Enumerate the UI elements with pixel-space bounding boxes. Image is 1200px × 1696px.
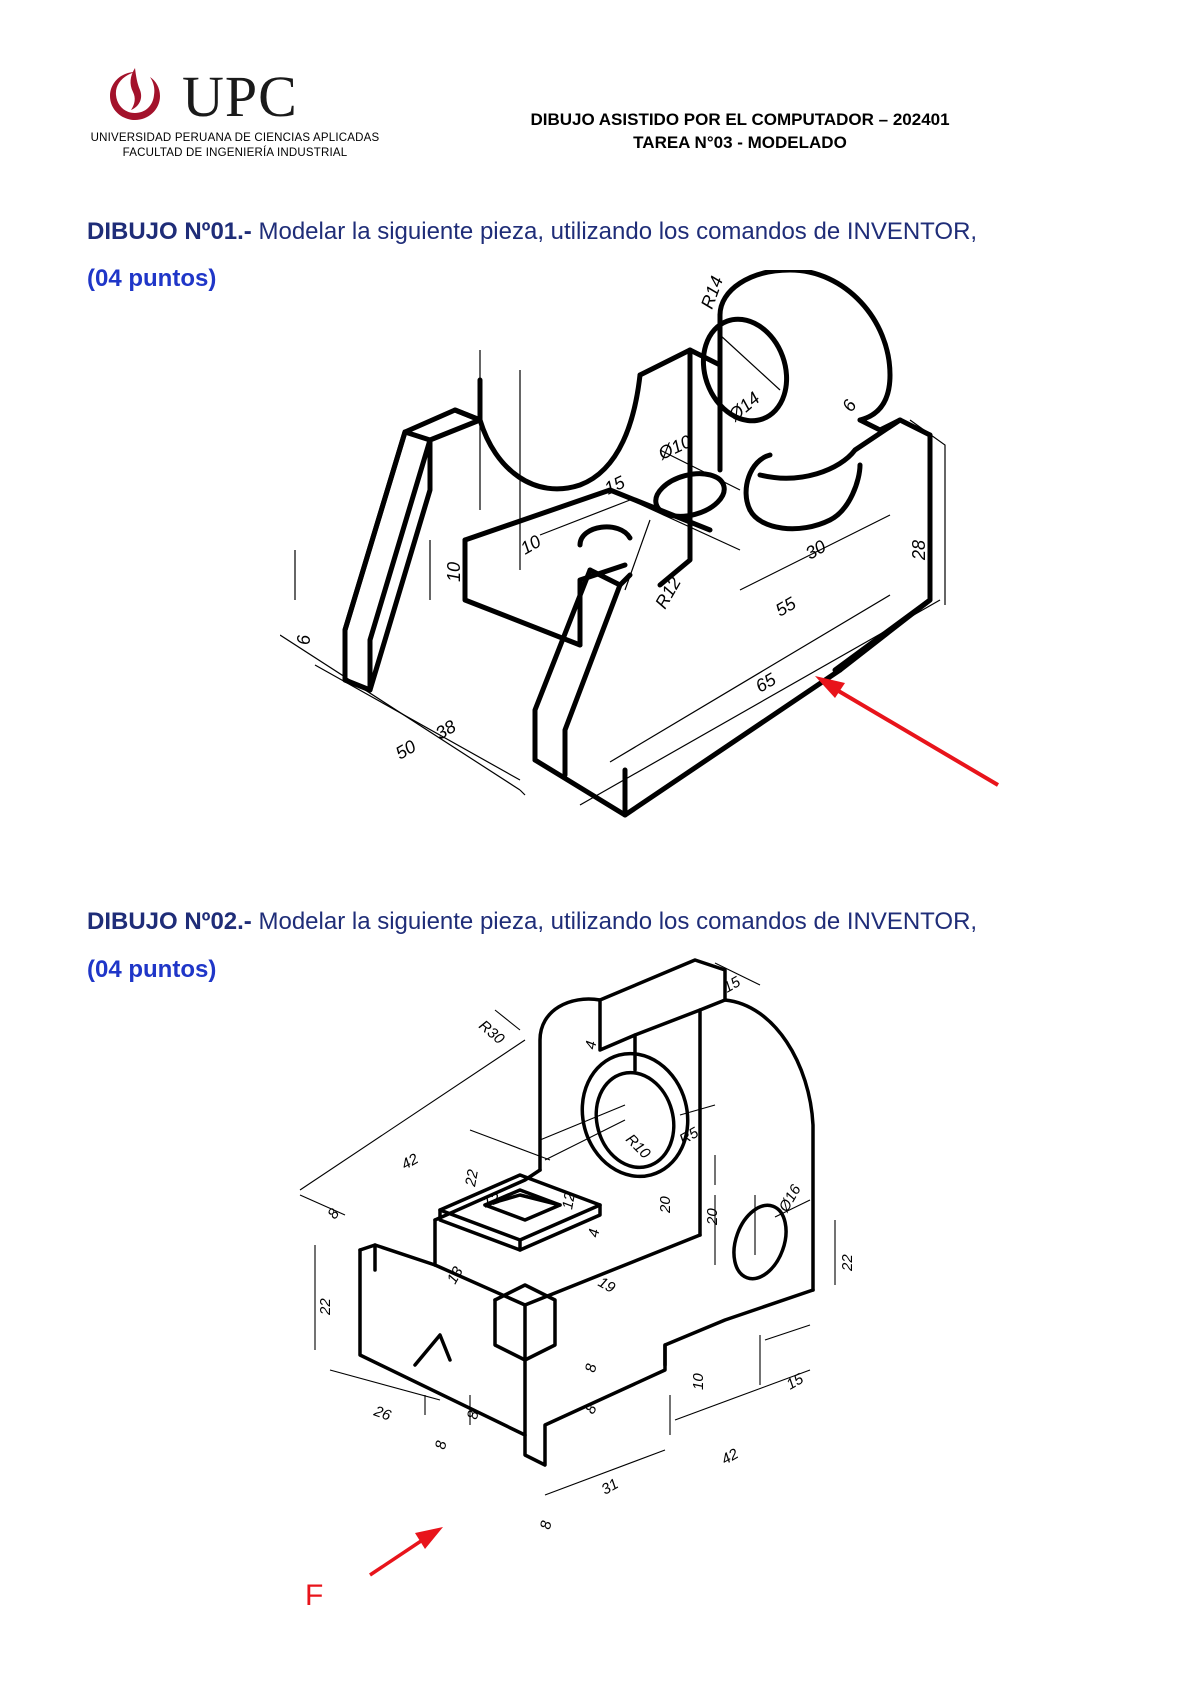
faculty-name: FACULTAD DE INGENIERÍA INDUSTRIAL <box>122 147 348 159</box>
dim-10-height: 10 <box>444 562 464 582</box>
dim-22-right: 22 <box>839 1254 856 1272</box>
dim-15-right: 15 <box>784 1370 808 1393</box>
course-title: DIBUJO ASISTIDO POR EL COMPUTADOR – 2024… <box>530 110 950 129</box>
dim-10-right: 10 <box>690 1373 707 1390</box>
exercise2-heading: DIBUJO Nº02.- Modelar la siguiente pieza… <box>87 905 977 939</box>
dim-22-pad: 22 <box>462 1168 482 1189</box>
dim-12-a: 12 <box>481 1190 503 1212</box>
exercise1-instruction: Modelar la siguiente pieza, utilizando l… <box>258 218 978 245</box>
view-label-f: F <box>305 1579 323 1612</box>
dim-28: 28 <box>909 540 929 561</box>
dim-15-top: 15 <box>721 973 745 996</box>
exercise2-view-arrow <box>369 1527 443 1577</box>
dim-22-left: 22 <box>317 1298 334 1316</box>
upc-logo-word: UPC <box>182 64 298 129</box>
exercise1-isometric-drawing: R14 Ø14 6 Ø10 15 10 28 10 6 30 R12 55 65… <box>280 270 1000 818</box>
upc-logo-icon <box>110 68 160 120</box>
dim-r30: R30 <box>475 1017 508 1048</box>
dim-8-left: 8 <box>324 1205 343 1222</box>
dim-55: 55 <box>772 593 800 621</box>
exercise1-points-line: (04 puntos) <box>87 262 216 296</box>
dim-42-top: 42 <box>399 1150 423 1173</box>
dim-26: 26 <box>371 1402 394 1424</box>
dim-8-notch: 8 <box>582 1362 600 1374</box>
dim-8-vee: 8 <box>464 1409 482 1421</box>
dim-38: 38 <box>432 716 459 743</box>
dim-20-a: 20 <box>657 1196 674 1214</box>
upc-logo: UPC UNIVERSIDAD PERUANA DE CIENCIAS APLI… <box>70 62 400 172</box>
exercise2-label: DIBUJO Nº02.- <box>87 908 252 935</box>
exercise1-heading: DIBUJO Nº01.- Modelar la siguiente pieza… <box>87 215 977 249</box>
dim-8-bottom: 8 <box>537 1519 555 1531</box>
exercise1-view-arrow <box>815 676 1000 787</box>
exercise2-points-line: (04 puntos) <box>87 953 216 987</box>
university-name: UNIVERSIDAD PERUANA DE CIENCIAS APLICADA… <box>90 132 380 144</box>
exercise1-label: DIBUJO Nº01.- <box>87 218 252 245</box>
dim-50: 50 <box>392 736 419 763</box>
dim-r10: R10 <box>622 1131 654 1163</box>
task-title: TAREA N°03 - MODELADO <box>633 133 847 152</box>
course-header: DIBUJO ASISTIDO POR EL COMPUTADOR – 2024… <box>470 108 1010 154</box>
dim-r12: R12 <box>651 573 685 612</box>
exercise2-instruction: Modelar la siguiente pieza, utilizando l… <box>258 908 978 935</box>
dim-13: 13 <box>444 1263 467 1287</box>
dim-4-slot: 4 <box>582 1040 600 1051</box>
dim-65: 65 <box>752 669 780 697</box>
dim-31: 31 <box>599 1475 622 1498</box>
dim-20-b: 20 <box>704 1208 721 1226</box>
dim-19: 19 <box>595 1274 619 1297</box>
dim-6-top: 6 <box>838 395 861 415</box>
dim-6-left: 6 <box>294 634 314 645</box>
dim-42-bottom: 42 <box>719 1445 743 1468</box>
dim-8-groove: 8 <box>432 1439 450 1451</box>
dim-4-pad: 4 <box>585 1228 603 1239</box>
exercise2-points: (04 puntos) <box>87 956 217 983</box>
dim-30: 30 <box>802 536 829 563</box>
dim-12-b: 12 <box>559 1191 579 1211</box>
exercise1-points: (04 puntos) <box>87 265 217 292</box>
exercise2-isometric-drawing: 15 R30 4 R10 R5 42 8 22 12 12 4 20 20 Ø1… <box>299 958 856 1612</box>
page-header: UPC UNIVERSIDAD PERUANA DE CIENCIAS APLI… <box>0 0 1200 180</box>
